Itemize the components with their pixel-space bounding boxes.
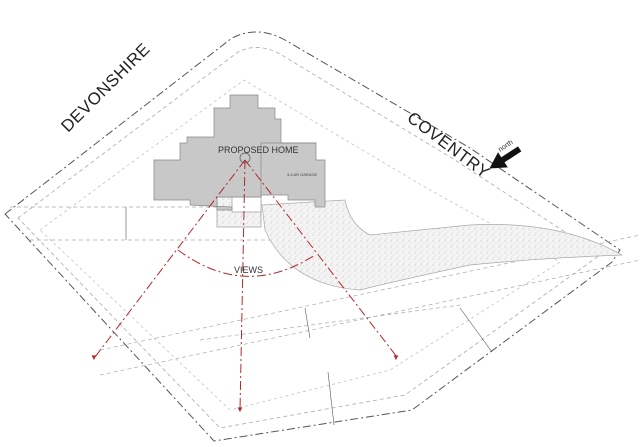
contour-line [199, 304, 461, 341]
view-lines [94, 159, 398, 411]
contour-line [99, 259, 640, 376]
street-coventry: COVENTRY [404, 108, 494, 182]
views-label: VIEWS [234, 265, 263, 275]
arrow-left-icon: ▼ [90, 353, 98, 362]
arrow-right-icon: ▼ [392, 353, 400, 362]
dimension-line [459, 307, 493, 353]
proposed-home [153, 94, 326, 211]
garage-label: 3-CAR GARAGE [287, 172, 318, 177]
street-devonshire: DEVONSHIRE [57, 39, 153, 135]
dimension-line [304, 307, 311, 339]
arrow-down-icon: ▼ [236, 405, 244, 414]
entry [231, 196, 262, 213]
dimension-line [327, 371, 335, 426]
setback-line-inner [39, 79, 561, 411]
contour-line [99, 234, 640, 351]
property-boundary [4, 31, 621, 442]
north-arrow-icon [489, 146, 522, 169]
proposed-home-label: PROPOSED HOME [218, 145, 299, 155]
driveway [261, 199, 624, 291]
setback-line-outer [17, 47, 601, 429]
viewpoint-marker [239, 152, 251, 164]
